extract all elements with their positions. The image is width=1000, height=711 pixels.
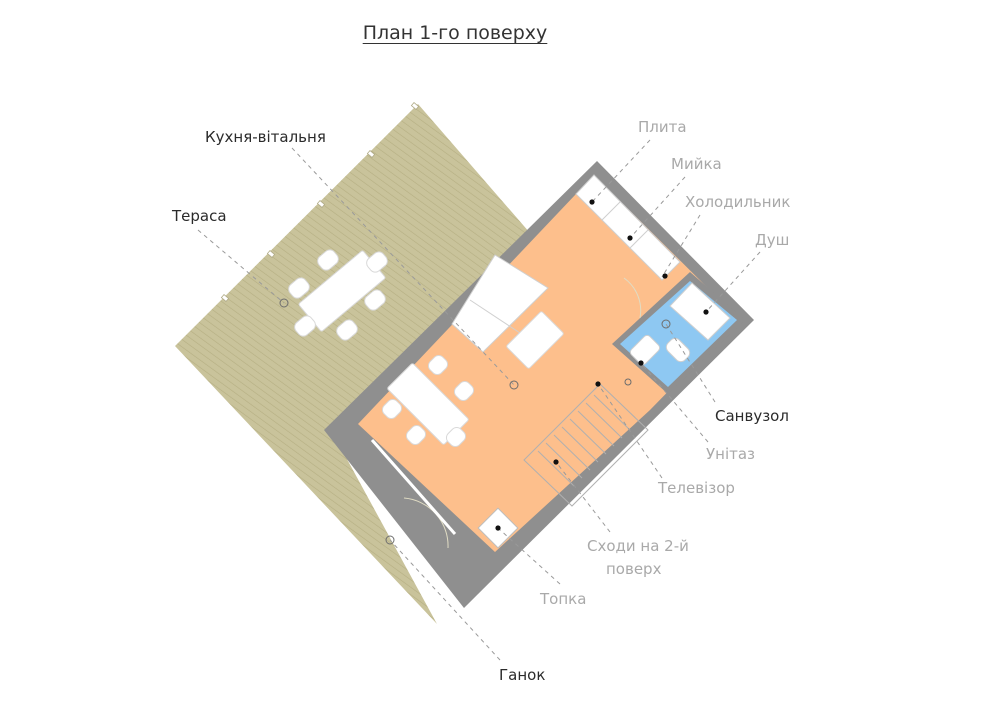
label-stove: Плита	[638, 118, 687, 136]
dot-stairs	[553, 459, 559, 465]
callout-dots	[495, 199, 709, 531]
entrance-glazing	[370, 439, 457, 535]
terrace-railing-posts	[220, 101, 420, 303]
leader-tv	[597, 383, 663, 479]
leader-shower	[705, 251, 761, 313]
label-porch: Ганок	[499, 666, 546, 684]
terrace-marker	[279, 298, 289, 308]
dot-tv	[595, 381, 601, 387]
label-stairs-line1: Сходи на 2-й	[587, 537, 689, 555]
label-shower: Душ	[755, 231, 790, 249]
kitchen-counter	[575, 174, 681, 281]
leader-toilet	[640, 362, 709, 443]
leader-stairs	[555, 461, 611, 533]
dot-shower	[703, 309, 709, 315]
terrace-dining-set	[288, 249, 388, 341]
label-sink: Мийка	[671, 155, 722, 173]
leader-terrace	[197, 229, 285, 304]
shower-tray	[669, 282, 731, 341]
label-fridge: Холодильник	[685, 193, 791, 211]
label-toilet: Унітаз	[706, 445, 756, 463]
dot-sink	[627, 235, 633, 241]
toilet-fixture	[665, 337, 691, 363]
label-firebox: Топка	[540, 590, 587, 608]
kitchen-appliance-dividers	[601, 201, 649, 249]
terrace-deck	[175, 104, 530, 624]
dot-firebox	[495, 525, 501, 531]
dot-toilet	[638, 360, 644, 366]
leader-lines	[197, 139, 761, 661]
leader-kitchen-living	[291, 147, 515, 386]
sofa	[451, 254, 549, 353]
label-terrace: Тераса	[172, 207, 227, 225]
leader-porch	[389, 539, 501, 661]
leader-firebox	[497, 527, 561, 585]
hollow-markers	[385, 319, 671, 545]
leader-sink	[629, 176, 686, 239]
label-kitchen-living: Кухня-вітальня	[205, 128, 326, 146]
bathroom-sink	[629, 334, 661, 366]
dot-stove	[589, 199, 595, 205]
living-area	[358, 175, 740, 552]
stairs	[523, 383, 649, 507]
label-stairs-line2: поверх	[606, 560, 662, 578]
indoor-dining-set	[381, 354, 475, 448]
dot-fridge	[662, 273, 668, 279]
label-tv: Телевізор	[658, 479, 735, 497]
label-bathroom: Санвузол	[715, 407, 789, 425]
coffee-table	[506, 311, 564, 369]
page-title: План 1-го поверху	[362, 22, 548, 44]
leader-stove	[591, 139, 651, 203]
